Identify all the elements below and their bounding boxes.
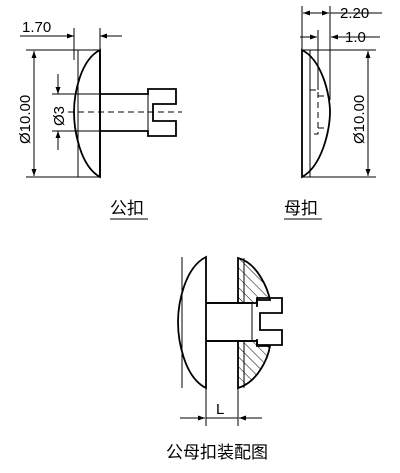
female-button-view: 2.20 1.0 Ø10.00 母扣 <box>284 5 382 220</box>
assembly-caption: 公母扣装配图 <box>166 443 268 463</box>
male-button-view: 1.70 Ø10.00 Ø3 公扣 <box>17 19 182 220</box>
female-caption: 母扣 <box>284 199 318 219</box>
female-total-label: 2.20 <box>340 5 369 22</box>
male-width-label: 1.70 <box>22 19 51 36</box>
assembly-male-shaft <box>206 297 283 346</box>
female-dia-label: Ø10.00 <box>351 95 368 144</box>
male-caption: 公扣 <box>110 199 144 219</box>
female-inner-label: 1.0 <box>345 29 366 46</box>
male-dia-label: Ø10.00 <box>17 95 34 144</box>
assembly-view: L 公母扣装配图 <box>166 255 283 463</box>
assembly-male-cap <box>177 255 207 390</box>
female-socket-hidden <box>310 89 319 135</box>
assembly-shaft-fill <box>207 304 256 340</box>
male-cap-outline <box>73 48 101 179</box>
male-shaft-label: Ø3 <box>51 106 68 126</box>
female-cap-outline <box>301 48 331 179</box>
assembly-gap-label: L <box>216 401 224 418</box>
